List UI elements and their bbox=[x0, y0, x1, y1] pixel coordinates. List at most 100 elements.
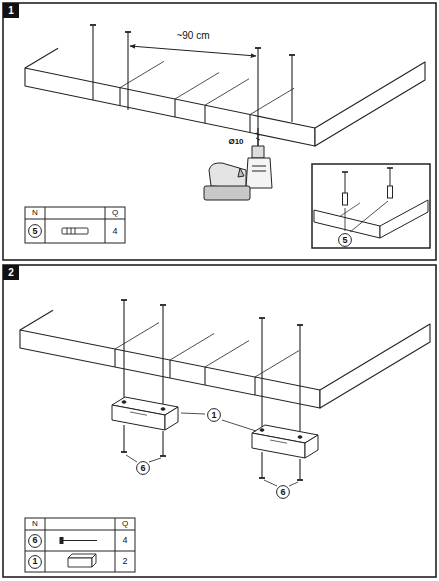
parts-table bbox=[25, 551, 135, 552]
screw-axis bbox=[299, 325, 300, 431]
mounting-bracket bbox=[122, 401, 126, 403]
parts-table bbox=[25, 530, 135, 531]
screw-axis bbox=[160, 304, 166, 306]
callout-number: 5 bbox=[28, 224, 42, 238]
leader-line bbox=[289, 482, 298, 486]
tabletop bbox=[25, 48, 58, 68]
mounting-bracket bbox=[112, 405, 165, 430]
callout-circle bbox=[29, 555, 42, 568]
dowel bbox=[388, 186, 393, 198]
screw-axis bbox=[121, 299, 127, 301]
callout-number: 6 bbox=[276, 485, 290, 499]
tabletop bbox=[204, 105, 205, 123]
table-header: N bbox=[32, 209, 38, 217]
callout-circle bbox=[339, 234, 352, 247]
tabletop bbox=[115, 323, 159, 349]
mounting-bracket bbox=[270, 440, 287, 443]
power-drill bbox=[252, 171, 266, 172]
callout-number: 1 bbox=[28, 555, 42, 569]
callout-circle bbox=[29, 534, 42, 547]
callout-circle bbox=[208, 409, 221, 422]
dimension-label: ~90 cm bbox=[176, 31, 209, 41]
tabletop bbox=[249, 115, 250, 133]
dowel-icon bbox=[75, 228, 76, 234]
power-drill bbox=[204, 186, 250, 200]
tabletop bbox=[320, 324, 430, 408]
detail-inset bbox=[312, 164, 430, 248]
step-number: 2 bbox=[3, 265, 19, 280]
parts-table bbox=[45, 518, 46, 572]
callout-text: 5 bbox=[342, 236, 347, 245]
dowel bbox=[342, 168, 393, 205]
drill-size-label: Ø10 bbox=[228, 138, 243, 146]
mounting-bracket bbox=[161, 408, 165, 410]
dowel bbox=[343, 193, 348, 205]
dowel-icon bbox=[62, 228, 88, 234]
drill-axis bbox=[90, 24, 96, 26]
board-corner bbox=[380, 200, 428, 238]
table-cell: 4 bbox=[112, 227, 117, 236]
power-drill bbox=[252, 166, 266, 167]
power-drill bbox=[246, 158, 272, 188]
leader-line bbox=[126, 413, 298, 486]
tabletop bbox=[119, 88, 120, 106]
callout-text: 1 bbox=[32, 557, 37, 566]
tabletop bbox=[175, 73, 219, 99]
tabletop bbox=[205, 79, 249, 105]
screw bbox=[299, 459, 300, 480]
screw-icon bbox=[63, 540, 97, 541]
tabletop bbox=[315, 62, 425, 146]
tabletop bbox=[254, 377, 255, 395]
screw bbox=[259, 477, 265, 479]
power-drill bbox=[204, 128, 272, 200]
dowel-icon bbox=[62, 228, 88, 234]
table-cell: 2 bbox=[122, 557, 127, 566]
screw bbox=[162, 431, 163, 456]
callout-number: 1 bbox=[207, 408, 221, 422]
dimension-line bbox=[130, 46, 256, 56]
screw-icon bbox=[60, 538, 63, 544]
leader-line bbox=[350, 201, 388, 232]
screw-icon bbox=[60, 538, 97, 544]
callout-circle bbox=[277, 486, 290, 499]
step-frame bbox=[3, 3, 436, 260]
drill-axis bbox=[255, 47, 261, 49]
parts-table bbox=[25, 518, 135, 572]
tabletop bbox=[169, 360, 170, 378]
tabletop bbox=[174, 99, 175, 117]
mounting-bracket bbox=[260, 429, 264, 431]
screw-axis bbox=[259, 317, 265, 319]
leader-line bbox=[181, 413, 205, 414]
bracket-icon bbox=[68, 558, 92, 567]
step-text: 1 bbox=[8, 6, 14, 16]
drill-axis bbox=[125, 31, 131, 33]
mounting-bracket bbox=[165, 407, 178, 430]
tabletop bbox=[20, 310, 430, 408]
power-drill bbox=[256, 133, 260, 135]
callout-text: 6 bbox=[280, 488, 285, 497]
table-header: Q bbox=[122, 520, 128, 528]
drill-axis bbox=[92, 25, 93, 100]
drill-axis bbox=[127, 32, 128, 110]
tabletop bbox=[25, 48, 425, 146]
tabletop bbox=[170, 334, 214, 360]
table-cell: 4 bbox=[122, 536, 127, 545]
detail-inset bbox=[312, 164, 430, 248]
tabletop bbox=[205, 341, 249, 367]
tabletop bbox=[204, 367, 205, 385]
leader-line bbox=[126, 455, 137, 462]
parts-table bbox=[25, 518, 135, 572]
dowel bbox=[387, 167, 393, 169]
dimension-line bbox=[130, 46, 256, 56]
power-drill bbox=[257, 128, 259, 146]
tabletop bbox=[120, 61, 164, 87]
screw bbox=[121, 451, 127, 453]
tabletop bbox=[25, 68, 315, 146]
screw bbox=[160, 455, 166, 457]
bracket-icon bbox=[68, 554, 96, 558]
screw-axis bbox=[261, 318, 262, 427]
step-number: 1 bbox=[3, 3, 19, 18]
screw bbox=[297, 479, 303, 481]
power-drill bbox=[238, 168, 244, 177]
